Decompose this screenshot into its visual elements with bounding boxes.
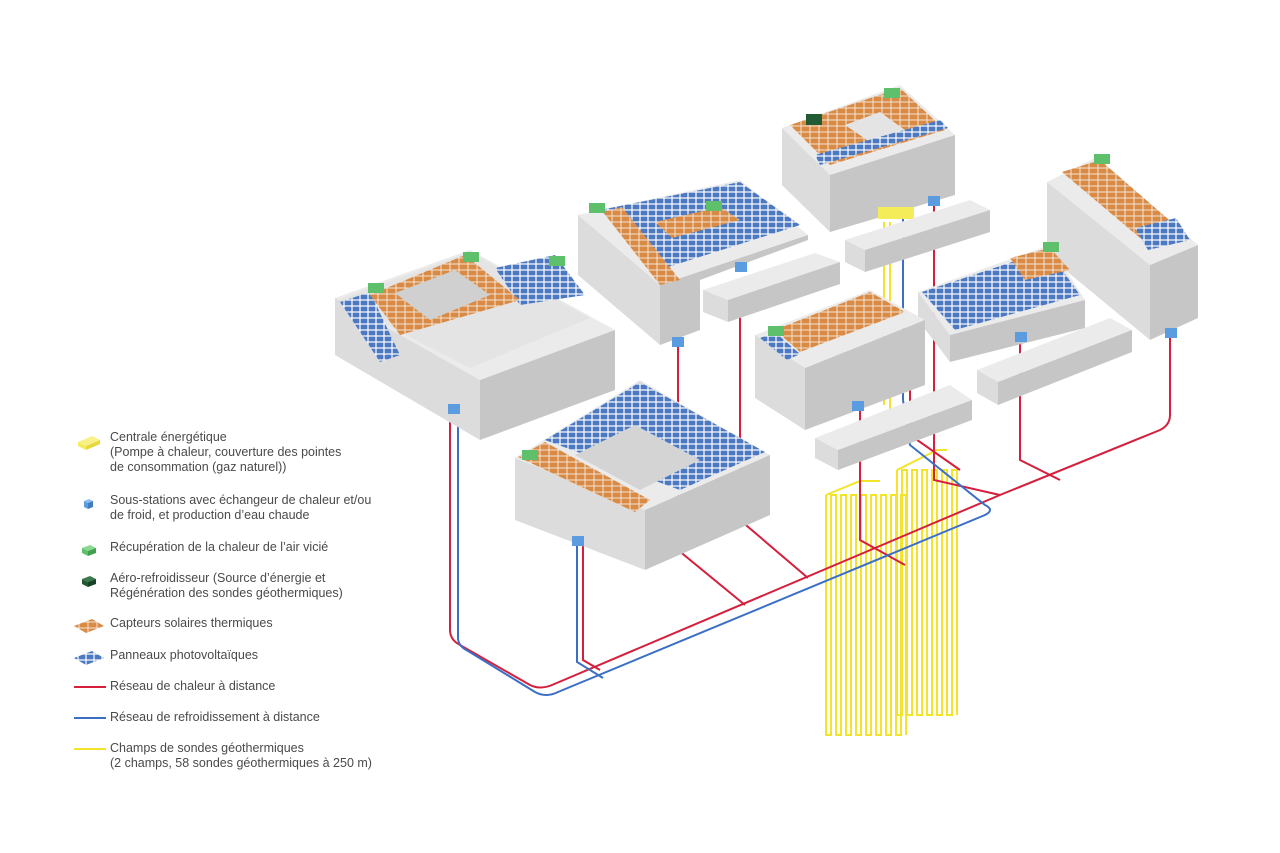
building-f-pv bbox=[760, 332, 800, 360]
legend-item-photovoltaic: Panneaux photovoltaïques bbox=[70, 648, 258, 668]
building-d-solar bbox=[1062, 160, 1175, 238]
substation-b bbox=[672, 337, 684, 347]
substation-g bbox=[572, 536, 584, 546]
building-b-left bbox=[578, 215, 660, 345]
legend-item-geothermal: Champs de sondes géothermiques (2 champs… bbox=[70, 741, 372, 771]
air-recovery-unit bbox=[463, 252, 479, 262]
legend-text-photovoltaic: Panneaux photovoltaïques bbox=[110, 648, 259, 662]
geothermal-line bbox=[70, 741, 110, 761]
substation-c bbox=[928, 196, 940, 206]
legend-item-cooling-network: Réseau de refroidissement à distance bbox=[70, 710, 320, 730]
air-recovery-unit bbox=[368, 283, 384, 293]
low-block-2 bbox=[845, 200, 990, 272]
building-b-solar-strip bbox=[603, 207, 680, 285]
building-g-right bbox=[645, 455, 770, 570]
building-f-left bbox=[755, 335, 805, 430]
legend-item-air-cooler: Aéro-refroidisseur (Source d’énergie et … bbox=[70, 571, 343, 601]
legend-item-energy-center: Centrale énergétique (Pompe à chaleur, c… bbox=[70, 430, 341, 475]
heat-network-line bbox=[70, 679, 110, 699]
air-recovery-unit bbox=[1094, 154, 1110, 164]
legend-text-heat-network: Réseau de chaleur à distance bbox=[110, 679, 276, 693]
building-e-left bbox=[918, 292, 950, 362]
building-a-right bbox=[480, 330, 615, 440]
legend-item-heat-network: Réseau de chaleur à distance bbox=[70, 679, 275, 699]
building-d bbox=[1047, 154, 1198, 340]
energy-center-icon bbox=[70, 430, 110, 450]
low-block-4 bbox=[815, 385, 972, 470]
legend-item-solar-thermal: Capteurs solaires thermiques bbox=[70, 616, 273, 636]
legend-text-solar-thermal: Capteurs solaires thermiques bbox=[110, 616, 273, 630]
substation-a bbox=[448, 404, 460, 414]
air-recovery-unit bbox=[549, 256, 565, 266]
air-recovery-unit bbox=[768, 326, 784, 336]
building-d-left bbox=[1047, 182, 1150, 340]
air-recovery-icon bbox=[70, 540, 110, 560]
building-g-left bbox=[515, 458, 645, 570]
building-c-pv bbox=[815, 120, 948, 165]
legend-text-air-cooler: Aéro-refroidisseur (Source d’énergie et … bbox=[110, 571, 343, 600]
energy-center bbox=[878, 207, 914, 219]
legend-item-air-recovery: Récupération de la chaleur de l’air vici… bbox=[70, 540, 328, 560]
substation-f bbox=[852, 401, 864, 411]
building-b bbox=[578, 180, 808, 347]
building-a-pv-right bbox=[495, 255, 585, 305]
low-block-3 bbox=[977, 318, 1132, 405]
building-f-right bbox=[805, 320, 925, 430]
solar-thermal-icon bbox=[70, 616, 110, 636]
substation-b2 bbox=[735, 262, 747, 272]
air-recovery-unit bbox=[522, 450, 538, 460]
cooling-network-line bbox=[70, 710, 110, 730]
building-g bbox=[515, 380, 770, 570]
legend-item-substation: Sous-stations avec échangeur de chaleur … bbox=[70, 493, 371, 523]
air-recovery-unit bbox=[1043, 242, 1059, 252]
building-b-right bbox=[660, 235, 808, 345]
building-a bbox=[335, 250, 615, 440]
air-recovery-unit bbox=[884, 88, 900, 98]
building-b-solar-strip-2 bbox=[655, 207, 740, 238]
legend-text-air-recovery: Récupération de la chaleur de l’air vici… bbox=[110, 540, 329, 554]
photovoltaic-icon bbox=[70, 648, 110, 668]
cooling-network bbox=[457, 210, 991, 696]
building-c bbox=[782, 85, 955, 232]
air-recovery-unit bbox=[589, 203, 605, 213]
building-f bbox=[755, 290, 925, 430]
building-c-right bbox=[830, 135, 955, 232]
building-e-solar bbox=[1010, 248, 1070, 280]
building-f-solar bbox=[775, 292, 905, 352]
legend-text-substation: Sous-stations avec échangeur de chaleur … bbox=[110, 493, 372, 522]
building-d-pv bbox=[1135, 218, 1190, 250]
building-g-courtyard bbox=[575, 425, 700, 490]
legend-text-energy-center: Centrale énergétique (Pompe à chaleur, c… bbox=[110, 430, 342, 474]
low-block-1 bbox=[703, 253, 840, 322]
building-a-pv-left bbox=[340, 292, 400, 362]
legend-text-cooling-network: Réseau de refroidissement à distance bbox=[110, 710, 320, 724]
building-e bbox=[918, 242, 1085, 362]
building-a-courtyard bbox=[395, 270, 490, 320]
air-cooler-icon bbox=[70, 571, 110, 591]
substation-icon bbox=[70, 493, 110, 513]
building-d-right bbox=[1150, 245, 1198, 340]
legend-text-geothermal: Champs de sondes géothermiques (2 champs… bbox=[110, 741, 372, 770]
geothermal-field-2 bbox=[896, 449, 958, 716]
building-g-solar bbox=[518, 442, 650, 512]
substation-e bbox=[1015, 332, 1027, 342]
building-e-right bbox=[950, 300, 1085, 362]
air-recovery-unit bbox=[706, 201, 722, 211]
geothermal-field-1 bbox=[825, 480, 907, 736]
building-c-left bbox=[782, 128, 830, 232]
substation-d bbox=[1165, 328, 1177, 338]
air-cooler-unit bbox=[806, 114, 822, 125]
